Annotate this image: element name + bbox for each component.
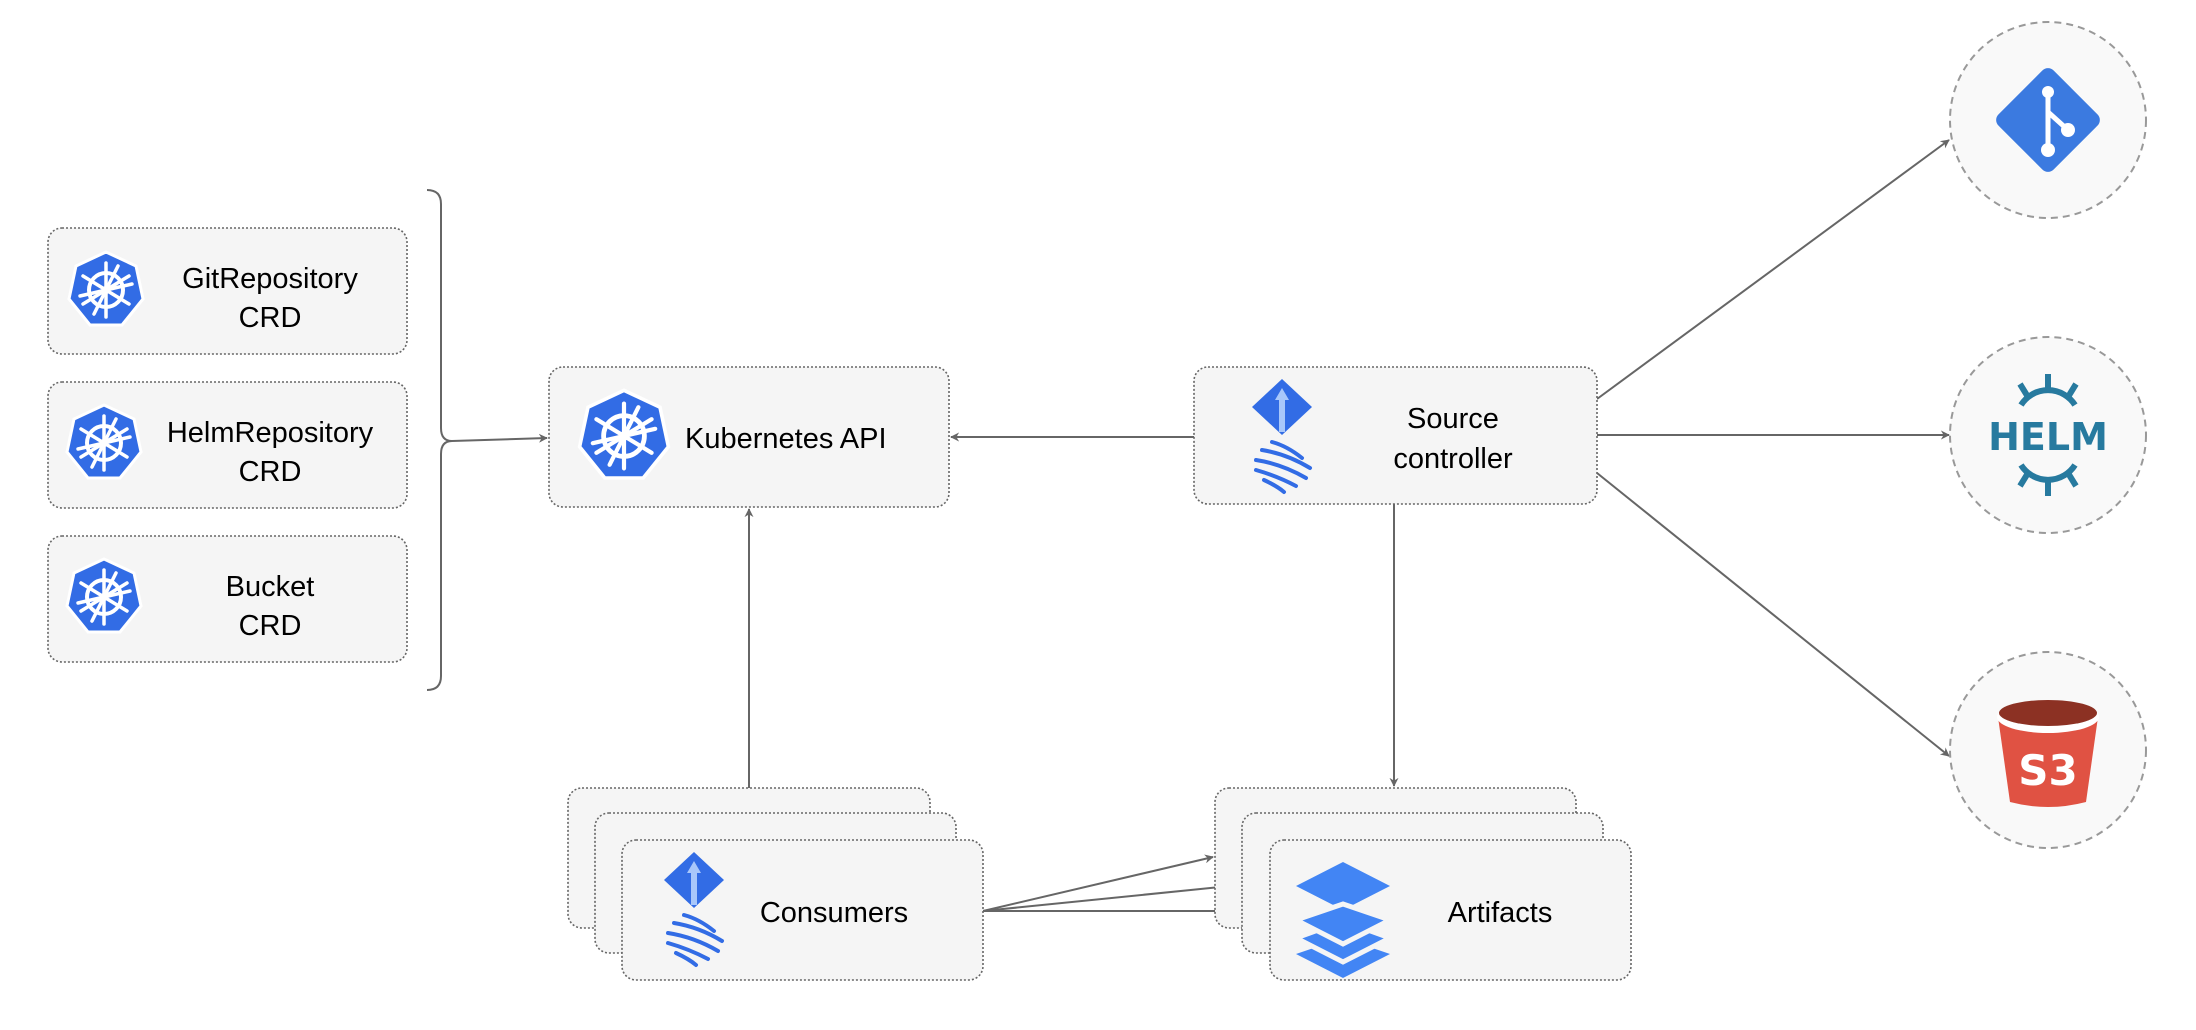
git-source-node[interactable]: [1949, 21, 2147, 219]
kubernetes-api-node[interactable]: Kubernetes API: [548, 366, 950, 508]
kubernetes-icon: [65, 557, 143, 634]
kubernetes-icon: [65, 403, 143, 480]
edge-source-to-s3: [1596, 472, 1950, 757]
helm-icon: [2017, 374, 2079, 496]
source-controller-node[interactable]: Source controller: [1193, 366, 1598, 505]
crd-brace: [426, 189, 453, 691]
consumers-node[interactable]: Consumers: [567, 787, 984, 981]
helm-logo-text: HELM: [1988, 415, 2108, 459]
edge-consumers-to-artifacts-1: [982, 854, 1214, 912]
node-label: Artifacts: [1448, 897, 1553, 929]
node-label: CRD: [239, 456, 302, 488]
node-label: Bucket: [226, 571, 315, 603]
node-label: HelmRepository: [167, 417, 374, 449]
node-label: Source: [1407, 403, 1499, 435]
node-label: GitRepository: [182, 263, 358, 295]
git-icon: [1996, 68, 2100, 172]
helm-repository-crd-node[interactable]: HelmRepository CRD: [47, 381, 408, 509]
node-label: CRD: [239, 610, 302, 642]
edge-crds-to-k8s-api: [451, 433, 548, 443]
node-label: controller: [1393, 443, 1513, 475]
node-label: Kubernetes API: [685, 423, 887, 455]
node-label: Consumers: [760, 897, 908, 929]
git-repository-crd-node[interactable]: GitRepository CRD: [47, 227, 408, 355]
kubernetes-icon: [580, 390, 669, 478]
layers-icon: [1289, 862, 1397, 978]
artifacts-node[interactable]: Artifacts: [1214, 787, 1632, 981]
s3-icon: [1997, 700, 2099, 807]
edge-source-to-git: [1596, 139, 1950, 400]
edge-consumers-to-artifacts-2: [982, 881, 1241, 912]
node-label: CRD: [239, 302, 302, 334]
kubernetes-icon: [67, 250, 145, 327]
bucket-crd-node[interactable]: Bucket CRD: [47, 535, 408, 663]
helm-source-node[interactable]: HELM: [1949, 336, 2147, 534]
s3-logo-text: S3: [2018, 746, 2077, 795]
s3-source-node[interactable]: S3: [1949, 651, 2147, 849]
